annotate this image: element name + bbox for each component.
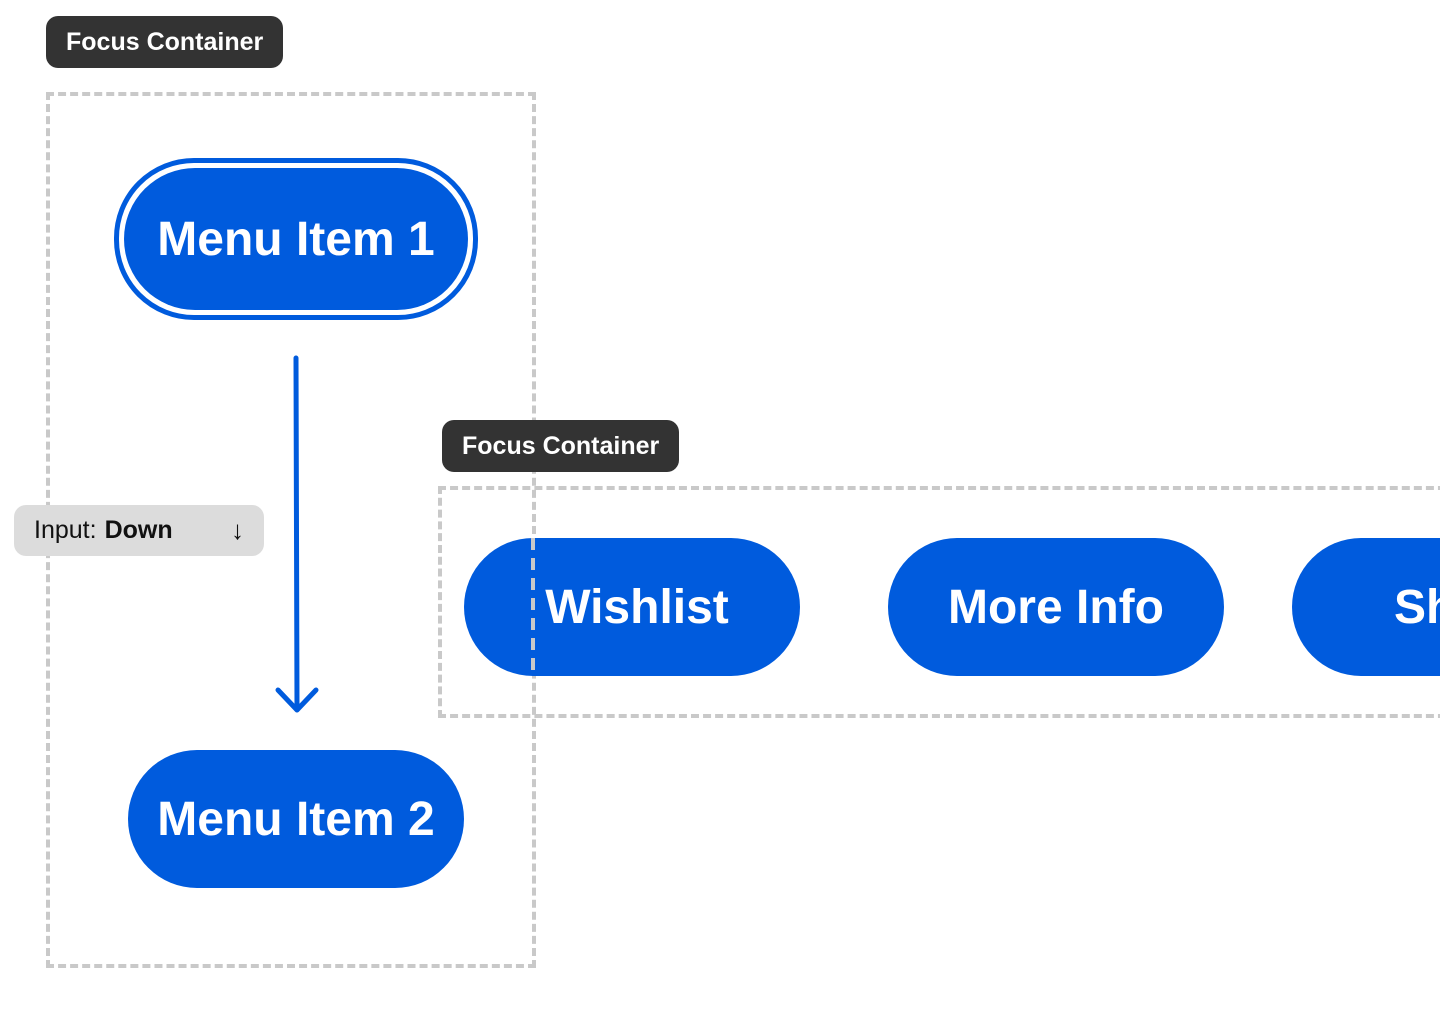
- focus-container-label-2: Focus Container: [442, 420, 680, 472]
- input-hint-prefix: Input:: [34, 516, 97, 544]
- menu-item-1-button[interactable]: Menu Item 1: [124, 168, 468, 310]
- share-button-partial[interactable]: Sh: [1292, 538, 1440, 676]
- focus-container-label-1: Focus Container: [46, 16, 284, 68]
- more-info-button[interactable]: More Info: [888, 538, 1224, 676]
- input-hint: Input: Down ↓: [14, 505, 264, 556]
- menu-item-2-button[interactable]: Menu Item 2: [128, 750, 464, 888]
- down-arrow-icon: ↓: [231, 515, 244, 545]
- wishlist-button[interactable]: Wishlist: [464, 538, 800, 676]
- input-hint-direction: Down: [104, 516, 173, 544]
- focus-container-2: [438, 486, 1440, 718]
